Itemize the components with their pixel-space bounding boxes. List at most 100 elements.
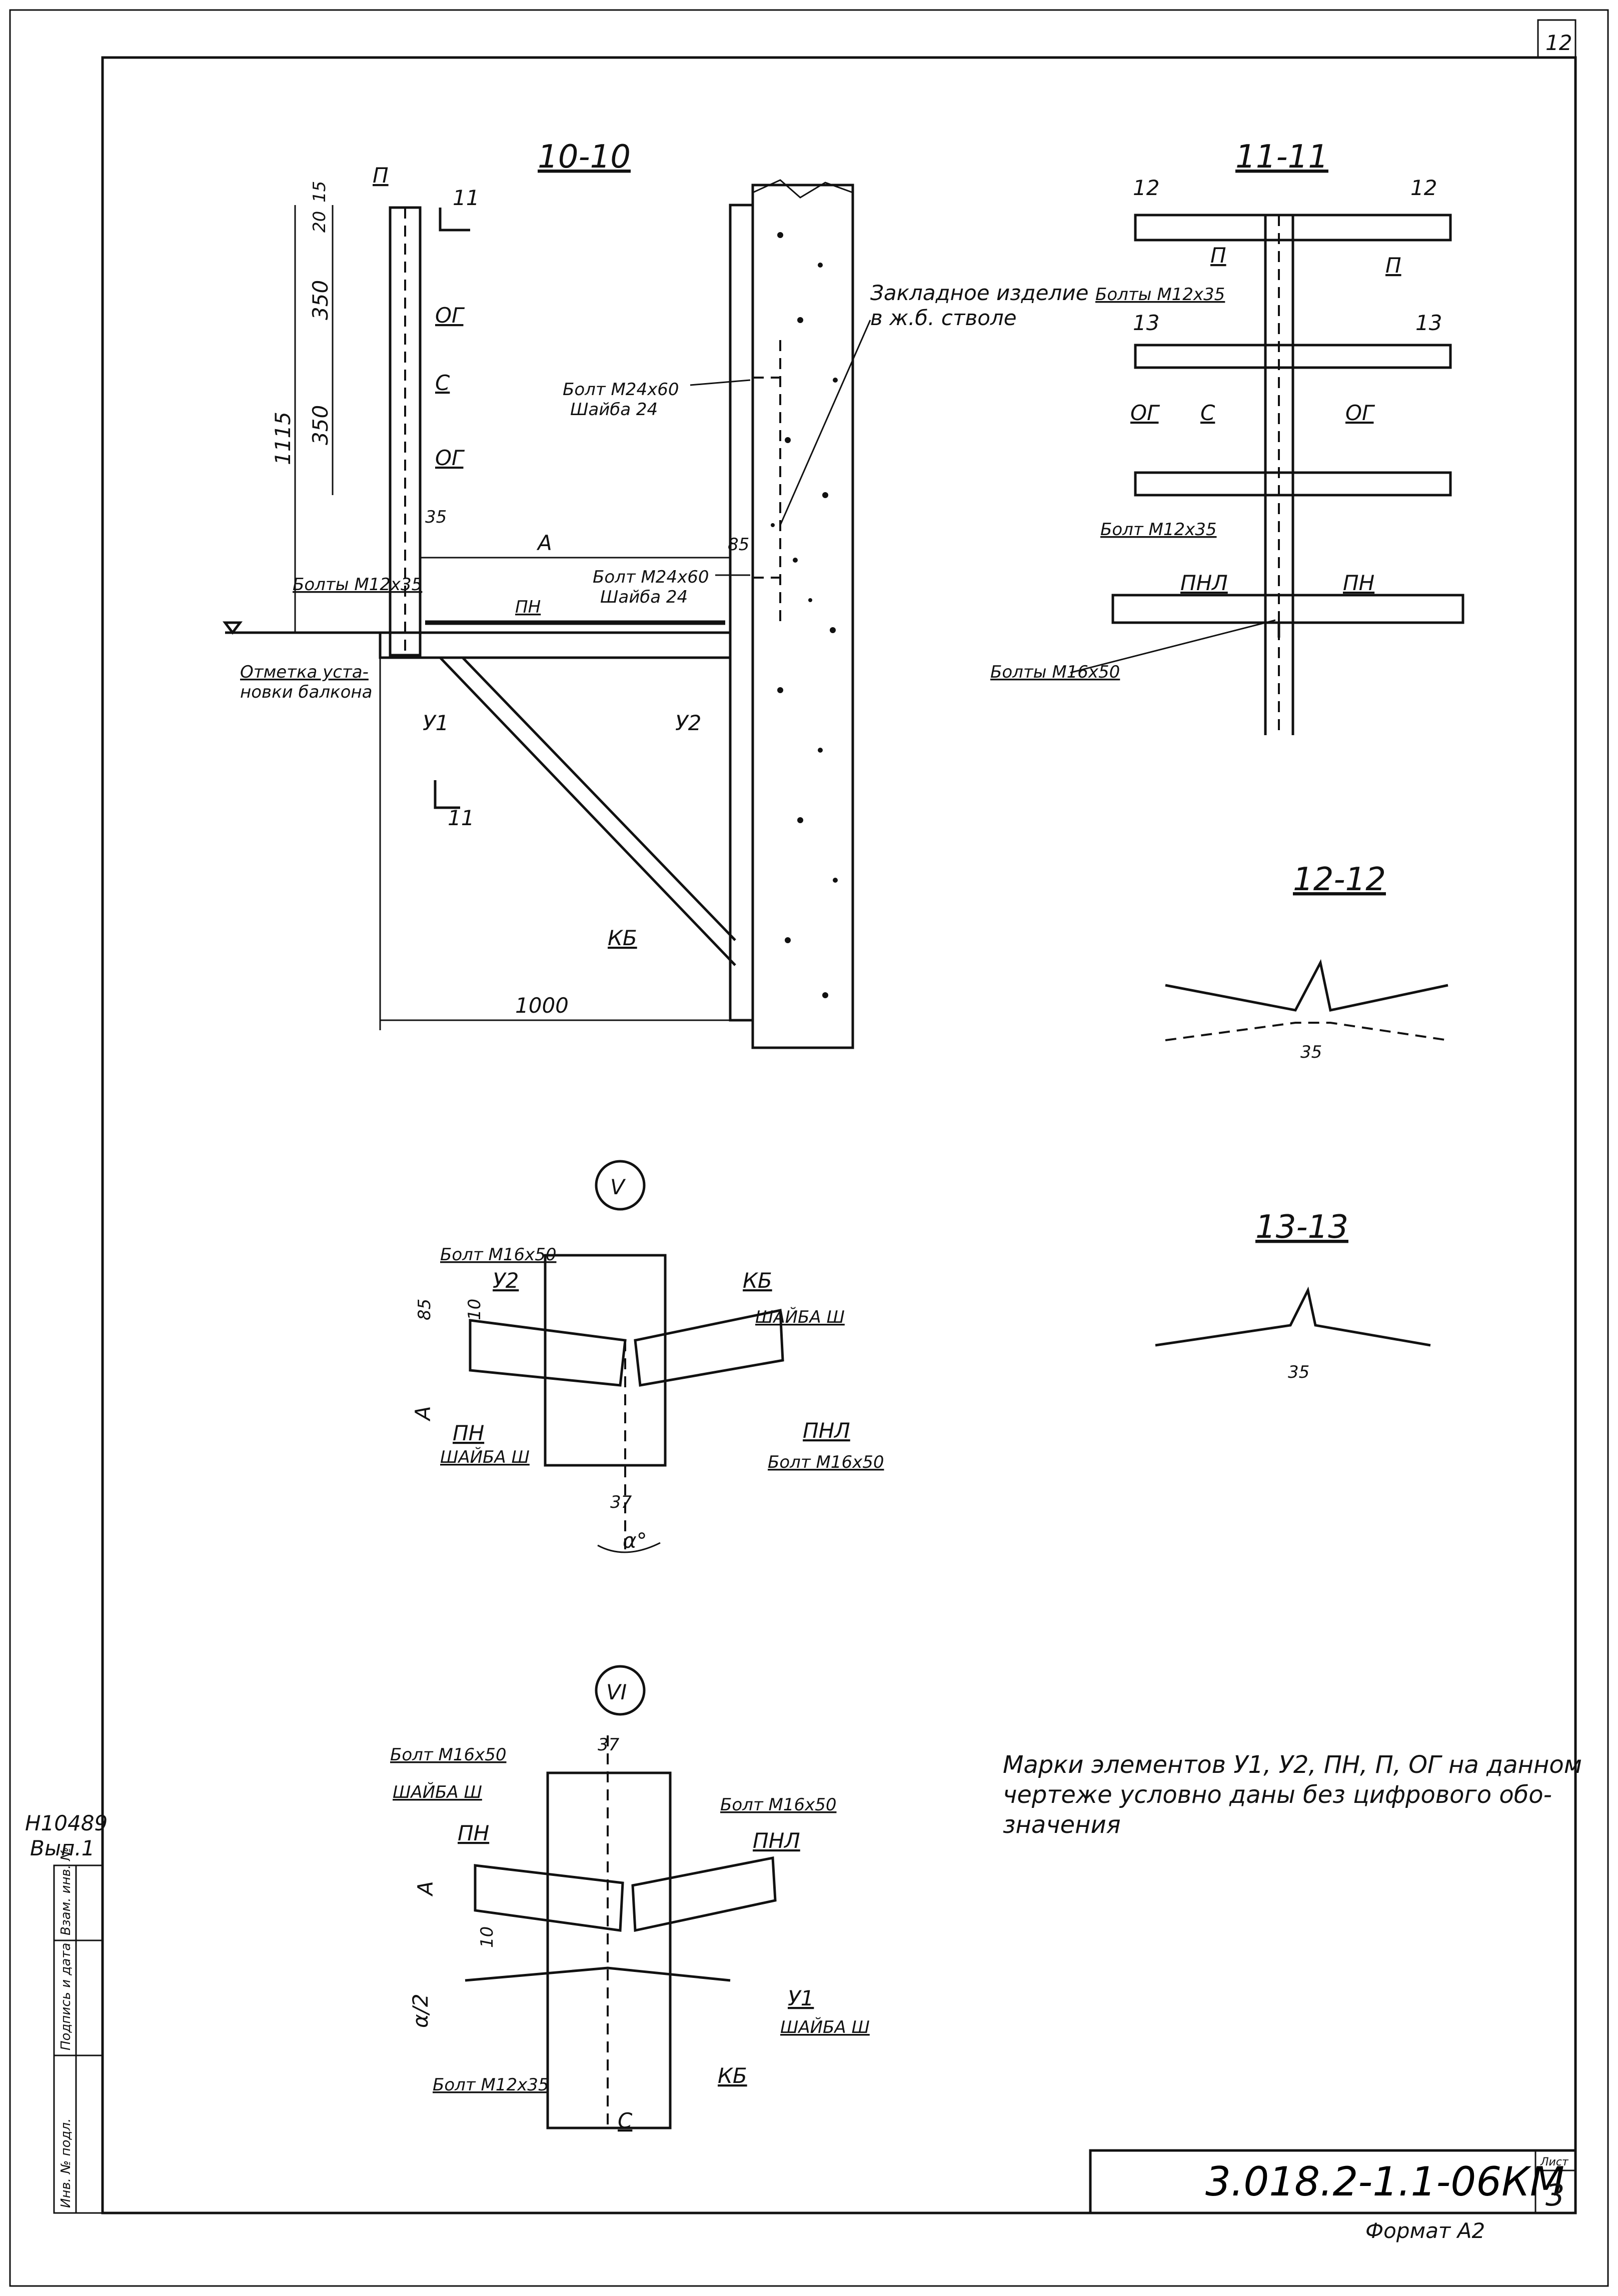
- embed-note-1: Закладное изделие: [870, 281, 1089, 305]
- rail-og-1: [1134, 344, 1452, 369]
- mark-og-1: ОГ: [435, 303, 465, 328]
- node-v-dim-85: 85: [415, 1299, 435, 1320]
- dim-35-13: 35: [1288, 1362, 1309, 1382]
- mark-y1: У1: [423, 711, 449, 735]
- mark-y2: У2: [675, 711, 701, 735]
- dim-1000-label: 1000: [515, 993, 569, 1018]
- node-v-badge: [595, 1160, 646, 1211]
- sheet-number: 3: [1545, 2178, 1564, 2213]
- mark-pnl: ПНЛ: [1180, 571, 1228, 595]
- floor-panel: [1111, 594, 1464, 624]
- wall-break: [752, 179, 853, 199]
- mark-og-2: ОГ: [435, 446, 465, 470]
- note-line-2: чертеже условно даны без цифрового обо-: [1003, 1781, 1552, 1809]
- node-vi-mark-c: С: [618, 2108, 633, 2133]
- node-v-post: [544, 1254, 667, 1467]
- cut-11-bottom: 11: [448, 806, 474, 830]
- mark-p-left: П: [1210, 243, 1226, 268]
- dim-20: 20: [310, 211, 330, 233]
- dim-35: 35: [425, 507, 447, 527]
- dim-A-label: А: [536, 531, 552, 555]
- inner-frame: [101, 56, 1577, 2214]
- node-v-angle: α°: [623, 1528, 647, 1553]
- node-v-washer-right: ШАЙБА Ш: [755, 1307, 845, 1327]
- bolt-top-label: Болт М24х60: [563, 380, 679, 400]
- node-v-dim-37: 37: [610, 1492, 632, 1512]
- node-vi-title: VI: [606, 1680, 627, 1704]
- washer-top-label: Шайба 24: [570, 400, 658, 420]
- cut-11-bottom-mark: [434, 780, 460, 809]
- cut-13-right: 13: [1415, 311, 1442, 335]
- node-v-title: V: [610, 1175, 626, 1199]
- node-vi-beam-left: [474, 1864, 624, 1932]
- node-vi-dim-10: 10: [477, 1926, 497, 1948]
- drawing-code: 3.018.2-1.1-06КМ: [1205, 2158, 1564, 2205]
- stamp-col-3: Взам. инв. №: [59, 1847, 74, 1935]
- dim-35-12: 35: [1300, 1042, 1322, 1062]
- dim-1115-label: 1115: [271, 412, 295, 465]
- node-vi: VI 37 Болт М16х50 ШАЙБА Ш ПН Болт М16х50…: [390, 1665, 870, 2133]
- node-v-mark-y2: У2: [493, 1268, 519, 1293]
- level-note-2: новки балкона: [240, 682, 372, 702]
- profile-12-lower: [1165, 1022, 1448, 1041]
- issue-label: Вып.1: [30, 1836, 95, 1860]
- node-v-dim-10: 10: [465, 1299, 485, 1320]
- section-12-12-title: 12-12: [1293, 861, 1386, 898]
- cut-11-top-mark: [439, 208, 470, 232]
- cut-13-left: 13: [1133, 311, 1159, 335]
- note-line-1: Марки элементов У1, У2, ПН, П, ОГ на дан…: [1003, 1751, 1582, 1779]
- mark-p-right: П: [1385, 253, 1401, 278]
- archive-number: Н10489: [25, 1811, 108, 1835]
- node-v-mark-pnl: ПНЛ: [803, 1418, 850, 1443]
- node-vi-mark-pn: ПН: [458, 1821, 489, 1845]
- node-vi-badge: [595, 1665, 646, 1716]
- section-13-13: 13-13 35: [1155, 1209, 1431, 1382]
- node-vi-bolt-left: Болт М16х50: [390, 1745, 506, 1765]
- node-v-bolt-right: Болт М16х50: [768, 1452, 884, 1472]
- level-arrow: [223, 621, 243, 635]
- level-note-1: Отметка уста-: [240, 662, 369, 682]
- node-v-washer-left: ШАЙБА Ш: [440, 1447, 530, 1467]
- concrete-hatch: [771, 232, 838, 998]
- mark-og-left: ОГ: [1130, 401, 1160, 425]
- section-10-10: 10-10 Закладное изделие в ж.б. стволе Бо…: [223, 139, 1089, 1049]
- node-v-beam-right: [634, 1308, 784, 1387]
- cut-12-left: 12: [1133, 176, 1159, 200]
- washer-mid-label: Шайба 24: [600, 587, 688, 607]
- section-13-13-title: 13-13: [1255, 1209, 1348, 1246]
- cut-12-right: 12: [1410, 176, 1437, 200]
- floor-beam: [379, 631, 732, 659]
- embedded-plate: [729, 204, 754, 1022]
- note-line-3: значения: [1003, 1811, 1121, 1839]
- node-vi-beam-right: [631, 1856, 777, 1932]
- section-11-11: 11-11 12 12 13 13 П П ОГ С ОГ ПНЛ ПН Бол…: [990, 139, 1464, 735]
- node-v-mark-pn: ПН: [453, 1421, 484, 1445]
- node-v-dim-A: А: [411, 1406, 435, 1422]
- node-v-bolt-top: Болт М16х50: [440, 1245, 556, 1265]
- node-vi-bolt-right: Болт М16х50: [720, 1795, 836, 1815]
- cut-11-top: 11: [453, 186, 479, 210]
- left-stamp: [53, 1864, 104, 2214]
- section-11-11-title: 11-11: [1235, 139, 1328, 176]
- node-vi-washer-left: ШАЙБА Ш: [393, 1782, 482, 1802]
- node-vi-post: [546, 1771, 672, 2129]
- title-block: [1089, 2149, 1577, 2214]
- page-number-box: [1537, 19, 1576, 59]
- stamp-col-2: Подпись и дата: [59, 1943, 74, 2050]
- outer-frame: [9, 9, 1609, 2287]
- node-v: V Болт М16х50 У2 КБ ШАЙБА Ш 85 10 А ПН Ш…: [411, 1160, 884, 1555]
- node-vi-dim-37: 37: [598, 1735, 620, 1755]
- embed-leader: [779, 320, 871, 526]
- node-vi-plate: [465, 1966, 731, 1982]
- node-v-mark-kb: КБ: [743, 1268, 772, 1293]
- bolts-top-label: Болты М12х35: [1095, 285, 1225, 305]
- embed-note-2: в ж.б. стволе: [870, 306, 1017, 330]
- dim-85: 85: [728, 535, 749, 555]
- stamp-col-1: Инв. № подл.: [59, 2118, 74, 2208]
- section-10-10-title: 10-10: [538, 139, 631, 176]
- console-strut-2: [462, 657, 736, 941]
- node-vi-washer-bottom: ШАЙБА Ш: [780, 2017, 870, 2037]
- mark-pn: ПН: [515, 597, 541, 617]
- node-vi-mark-kb: КБ: [718, 2063, 747, 2088]
- profile-12: [1165, 959, 1448, 1012]
